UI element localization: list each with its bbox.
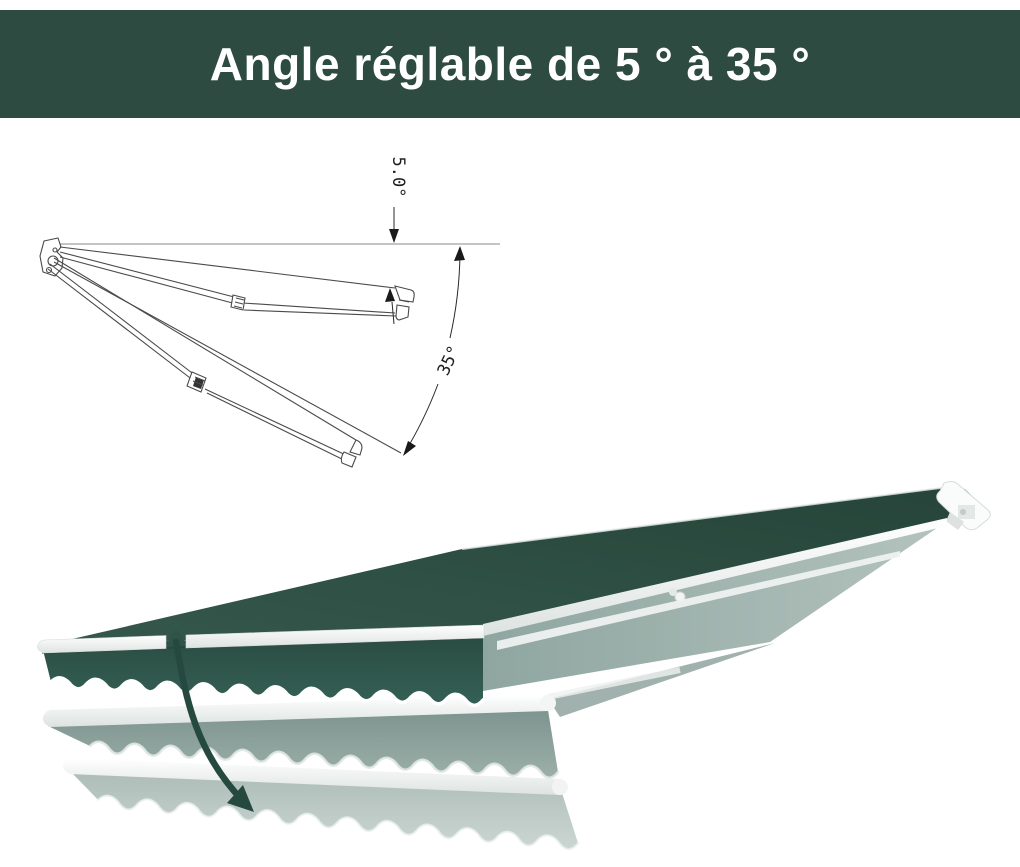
dimension-5deg: 5.0° bbox=[385, 157, 408, 325]
valance-wave-trim bbox=[49, 676, 485, 708]
label-max-angle: 35° bbox=[434, 343, 465, 379]
wall-mount-bracket bbox=[936, 481, 991, 531]
angle-diagram: 5.0° 35° bbox=[39, 157, 500, 468]
folding-arm bbox=[497, 551, 900, 650]
arm-5deg-position bbox=[59, 246, 415, 321]
angle-arc-35deg: 35° bbox=[403, 246, 465, 456]
front-profile-5deg bbox=[394, 285, 415, 303]
ghost-low-front-bar bbox=[62, 758, 561, 795]
page-title: Angle réglable de 5 ° à 35 ° bbox=[209, 38, 811, 90]
front-profile-35deg bbox=[349, 439, 363, 456]
angle-adjust-arrow-icon bbox=[172, 638, 254, 812]
ghost-low-valance bbox=[72, 773, 578, 850]
arm-35deg-position bbox=[47, 257, 402, 468]
label-min-angle: 5.0° bbox=[388, 157, 408, 198]
ghost-position-mid bbox=[42, 667, 681, 779]
ghost-mid-front-bar bbox=[42, 695, 549, 727]
wall-bracket bbox=[39, 237, 64, 277]
awning-canopy bbox=[59, 486, 988, 645]
front-rail-perspective bbox=[483, 518, 947, 636]
awning-illustration bbox=[37, 481, 991, 851]
ghost-mid-valance bbox=[48, 710, 558, 778]
front-rail bbox=[37, 624, 485, 654]
header-banner: Angle réglable de 5 ° à 35 ° bbox=[0, 10, 1020, 118]
arm-elbow bbox=[669, 588, 677, 596]
canopy-underside bbox=[483, 526, 940, 691]
ghost-position-low bbox=[62, 758, 579, 851]
